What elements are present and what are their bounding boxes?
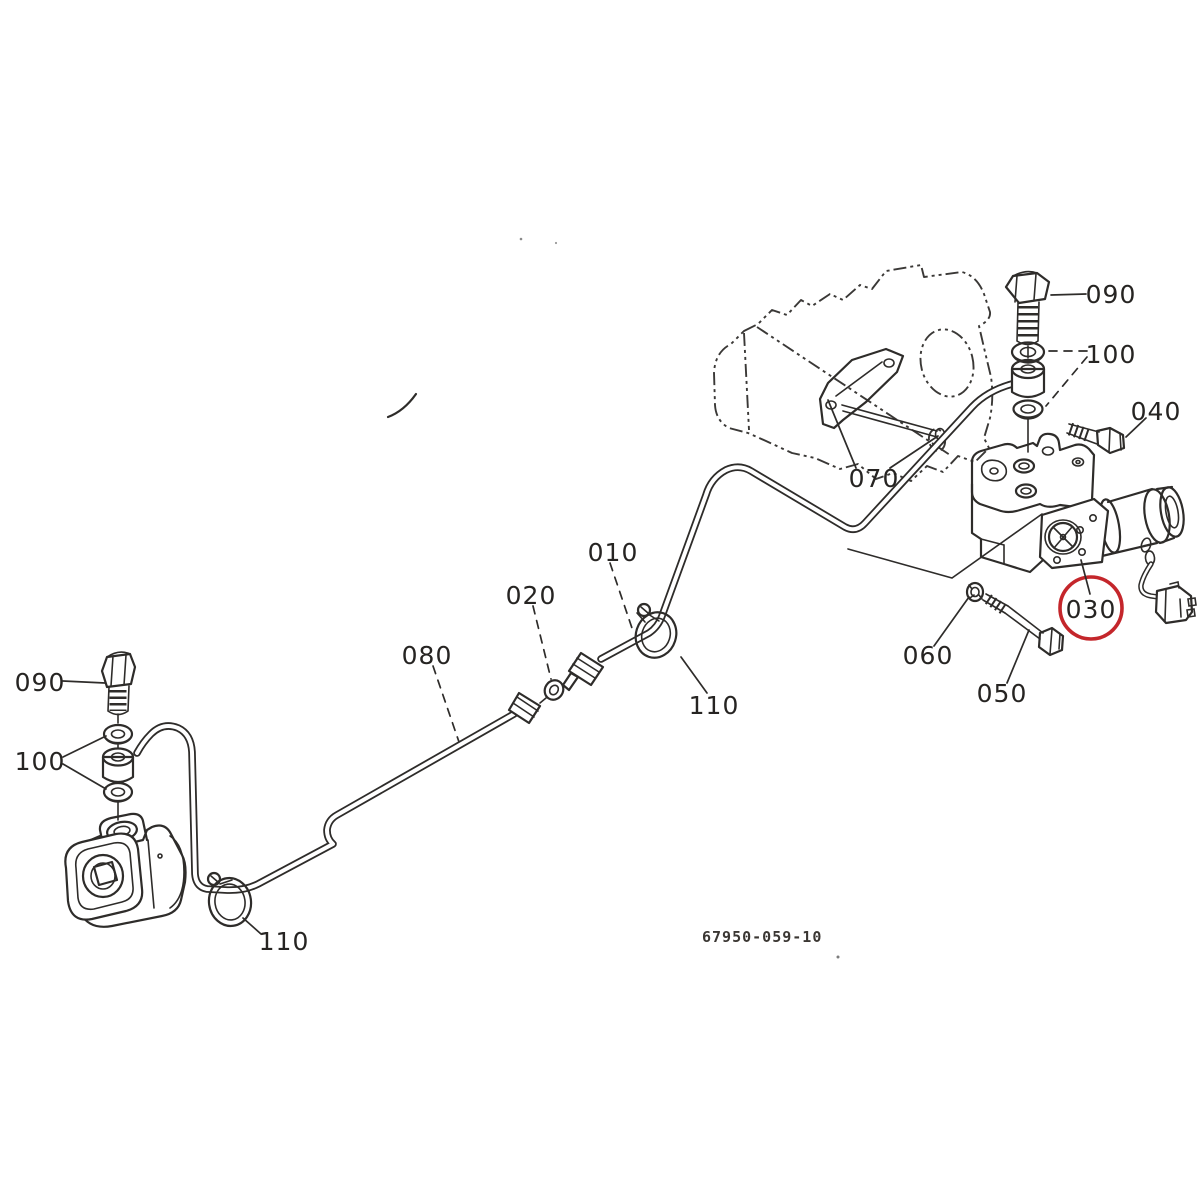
- callout-040-label: 040: [1131, 397, 1182, 426]
- stay-pin: [841, 404, 938, 438]
- union-ring: [561, 671, 580, 692]
- scan-speck: [836, 955, 840, 959]
- leader-050: [1006, 629, 1030, 684]
- leader-090-left: [62, 680, 106, 684]
- wire-harness: [1138, 537, 1197, 625]
- callout-050-label: 050: [977, 679, 1028, 708]
- callout-110-left-label: 110: [259, 927, 310, 956]
- highlight-circle-030: [1058, 575, 1124, 641]
- clamp-110-left: [206, 871, 253, 928]
- leader-020: [532, 605, 552, 680]
- scan-speck: [554, 241, 558, 245]
- clamp-bolt: [206, 871, 222, 887]
- leader-040: [1125, 417, 1147, 438]
- callout-labels: 010 020 030 040 050 060 070 080 090 090 …: [15, 280, 1182, 956]
- leader-110-left: [242, 917, 262, 935]
- hydraulic-pump: [64, 812, 187, 928]
- callout-070-label: 070: [849, 464, 900, 493]
- union-bushing-right: [1010, 358, 1046, 399]
- callout-030-label: 030: [1066, 595, 1117, 624]
- callout-090-right-label: 090: [1086, 280, 1137, 309]
- leader-030: [1080, 559, 1091, 595]
- pipe-080: [133, 710, 518, 894]
- callout-100-left-label: 100: [15, 747, 66, 776]
- valve-top-plate: [970, 432, 1096, 514]
- callout-080-label: 080: [402, 641, 453, 670]
- callout-090-left-label: 090: [15, 668, 66, 697]
- pipe-010: [597, 380, 1016, 663]
- gear-case-outline: [713, 264, 994, 482]
- case-inner-diagonal: [756, 326, 951, 456]
- bolt-050: [982, 593, 1065, 657]
- stay-bracket-070: [818, 347, 946, 441]
- valve-body: [970, 482, 1044, 574]
- banjo-fitting-left: [101, 747, 135, 784]
- callout-010-label: 010: [588, 538, 639, 567]
- clamp-bolt: [636, 602, 652, 618]
- leader-110-center: [680, 656, 708, 694]
- leader-090-right: [1050, 293, 1087, 296]
- pump-shaft-hole: [92, 860, 119, 887]
- leader-lines: [62, 293, 1147, 935]
- leader-060: [933, 596, 970, 647]
- connector-plug: [1154, 584, 1194, 625]
- bolt-050-washer-060: [965, 581, 1065, 657]
- stray-mark: [386, 392, 418, 419]
- callout-110-center-label: 110: [689, 691, 740, 720]
- bolt-090-left: [100, 651, 137, 716]
- fitting-right: [1004, 270, 1051, 453]
- projection-line: [847, 513, 1043, 579]
- leader-100-left: [62, 735, 107, 790]
- leader-100-right: [1045, 350, 1088, 407]
- leader-080: [432, 665, 460, 743]
- valve-front-block: [1038, 497, 1110, 570]
- pump-top-boss: [98, 812, 149, 851]
- callout-020-label: 020: [506, 581, 557, 610]
- case-opening: [919, 328, 975, 398]
- leader-070: [827, 399, 939, 469]
- washer-060: [965, 581, 985, 603]
- washer-100-left-lower: [102, 781, 134, 803]
- pump-front-flange: [64, 832, 144, 921]
- washer-100-right-lower: [1012, 399, 1044, 420]
- valve-assembly-030: [970, 432, 1197, 625]
- leader-010: [609, 562, 635, 635]
- drawing-number: 67950-059-10: [702, 928, 822, 946]
- callout-100-right-label: 100: [1086, 340, 1137, 369]
- washer-100-left-upper: [102, 723, 134, 745]
- fitting-left: [100, 651, 137, 821]
- bolt-040: [1066, 422, 1126, 455]
- bolt-090-right: [1004, 270, 1051, 346]
- callout-060-label: 060: [903, 641, 954, 670]
- washer-100-right-upper: [1010, 341, 1046, 364]
- case-inner-edge: [743, 332, 750, 431]
- union-body: [543, 679, 565, 701]
- union-joint-020: [507, 651, 605, 725]
- lug-hole: [1041, 446, 1055, 456]
- clamp-110-center: [634, 602, 678, 659]
- scan-speck: [519, 237, 523, 241]
- valve-port: [1047, 521, 1079, 553]
